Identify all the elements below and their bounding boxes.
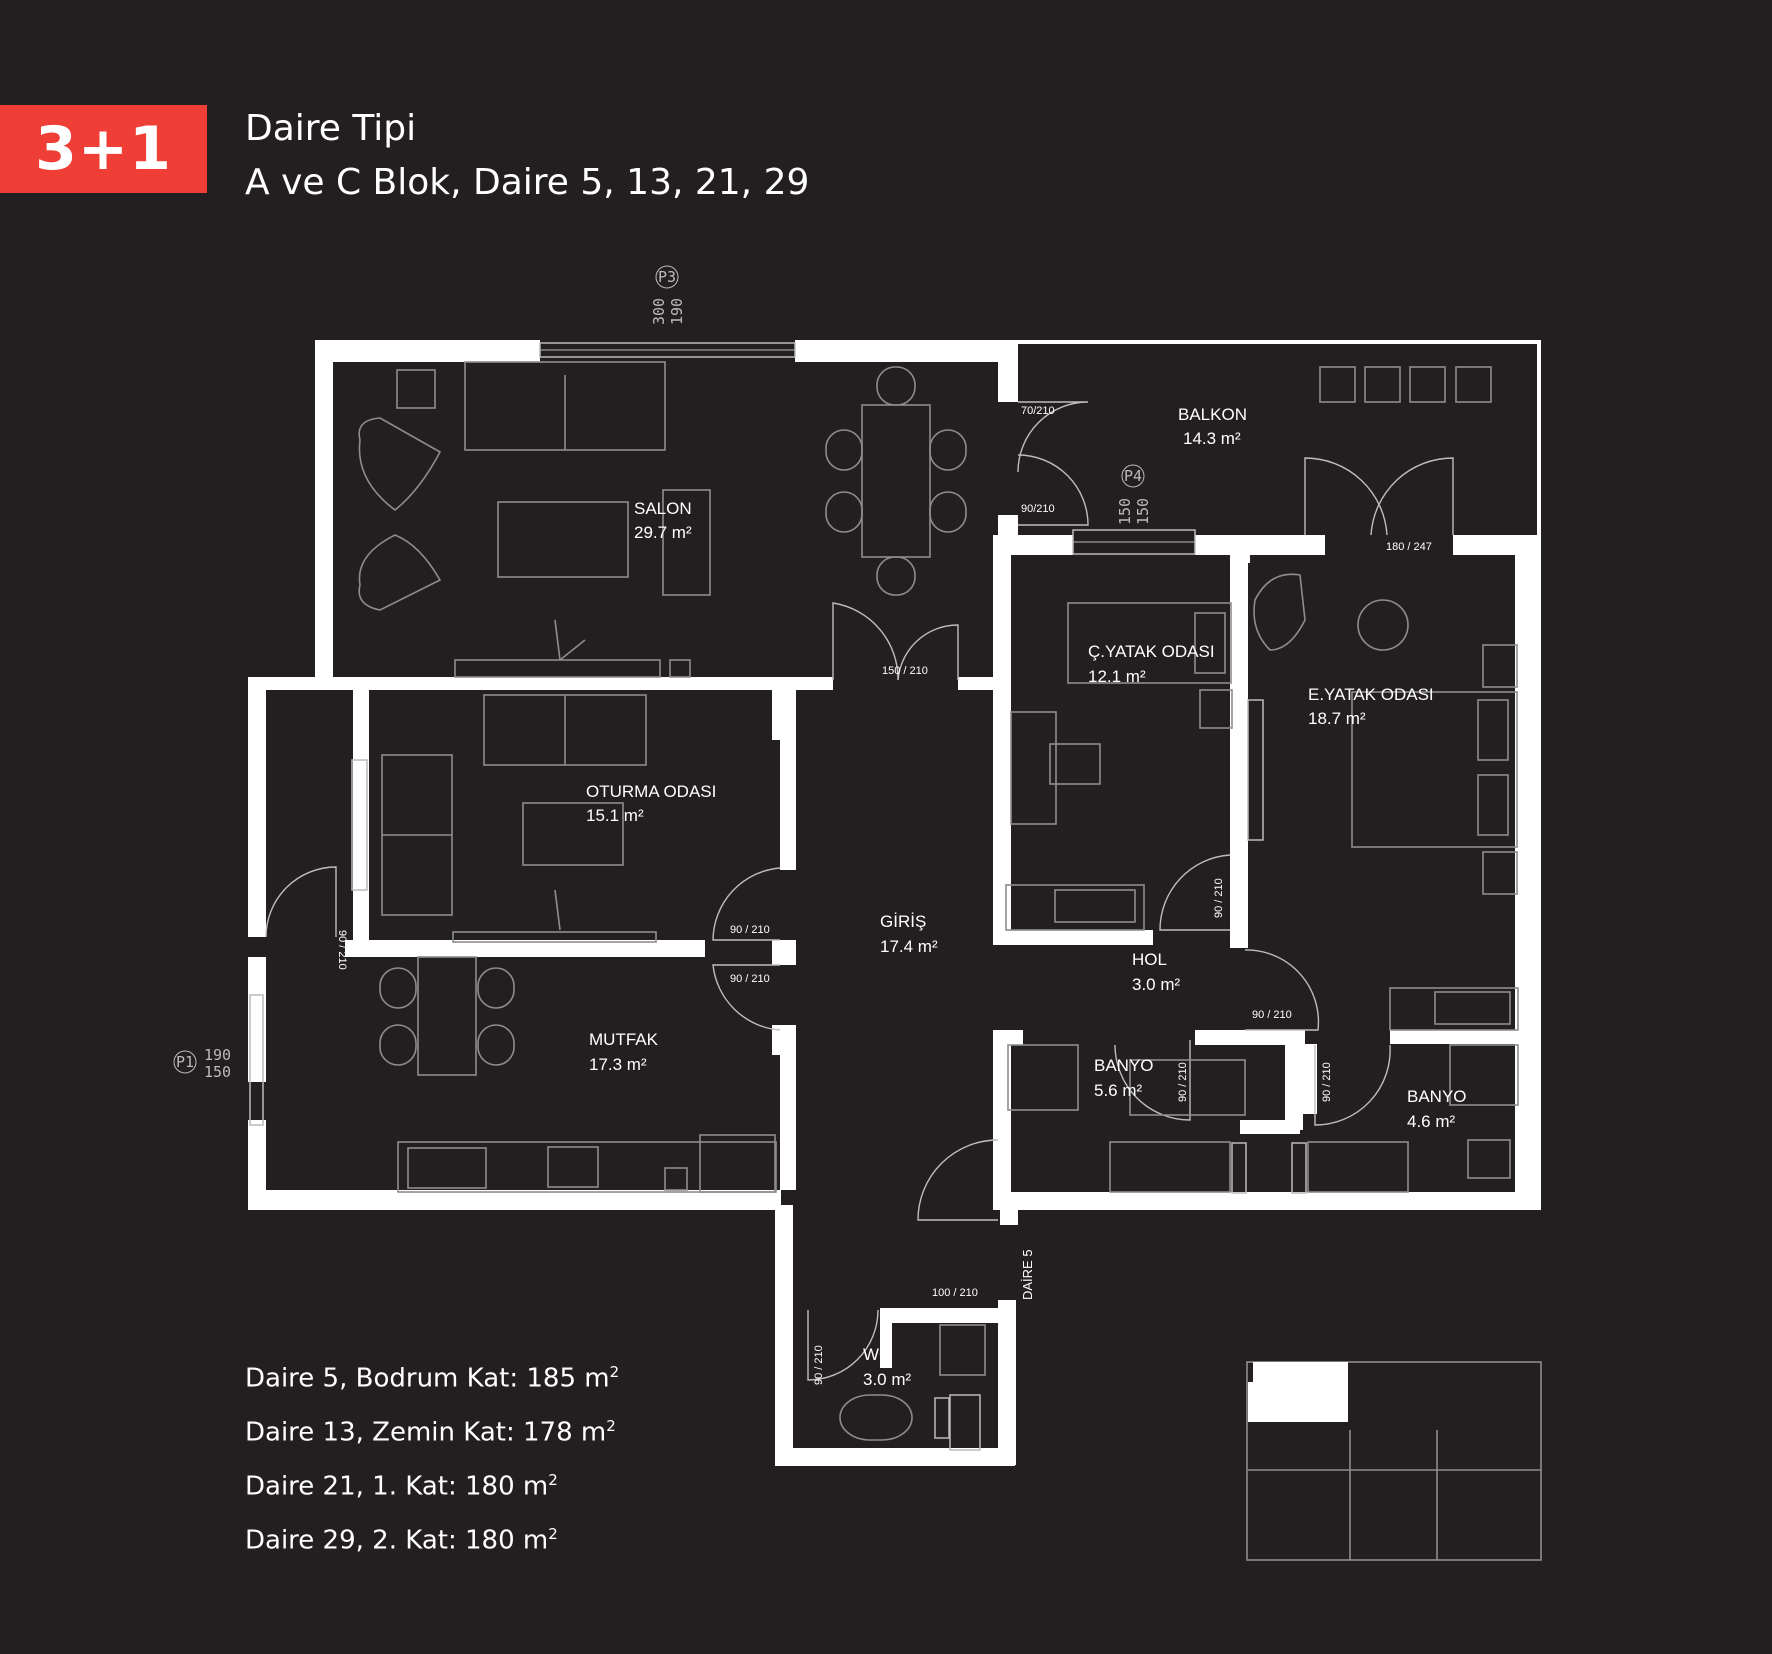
p1-height: 150 bbox=[204, 1063, 231, 1081]
area-item: Daire 29, 2. Kat: 180 m2 bbox=[245, 1525, 558, 1556]
area-item: Daire 5, Bodrum Kat: 185 m2 bbox=[245, 1363, 620, 1394]
window-tag-p1: P1 190 150 bbox=[173, 1046, 231, 1081]
window-tag-p4: P4 150 150 bbox=[1116, 464, 1152, 525]
balkon-name: BALKON bbox=[1178, 405, 1247, 424]
hol-name: HOL bbox=[1132, 950, 1167, 969]
badge-label: 3+1 bbox=[35, 114, 172, 184]
door-dim: 180 / 247 bbox=[1386, 541, 1432, 553]
banyo2-name: BANYO bbox=[1407, 1087, 1467, 1106]
oturma-name: OTURMA ODASI bbox=[586, 782, 716, 801]
page-title: Daire Tipi A ve C Blok, Daire 5, 13, 21,… bbox=[245, 102, 809, 210]
giris-area: 17.4 m² bbox=[880, 937, 938, 956]
p4-width: 150 bbox=[1116, 498, 1134, 525]
mutfak-area: 17.3 m² bbox=[589, 1055, 647, 1074]
salon-area: 29.7 m² bbox=[634, 523, 692, 542]
banyo1-name: BANYO bbox=[1094, 1056, 1154, 1075]
door-dim: 70/210 bbox=[1021, 405, 1055, 417]
salon-name: SALON bbox=[634, 499, 692, 518]
room-labels: SALON 29.7 m² BALKON 14.3 m² Ç.YATAK ODA… bbox=[586, 405, 1467, 1389]
apartment-type-badge: 3+1 bbox=[0, 105, 207, 193]
door-dim: 100 / 210 bbox=[932, 1287, 978, 1299]
door-dim: 90 / 210 bbox=[730, 924, 770, 936]
title-line-1: Daire Tipi bbox=[245, 108, 417, 149]
p3-tag: P3 bbox=[658, 268, 676, 286]
door-dim: 90 / 210 bbox=[1177, 1062, 1189, 1102]
door-dim: 90/210 bbox=[1021, 503, 1055, 515]
p3-width: 300 bbox=[650, 298, 668, 325]
area-list: Daire 5, Bodrum Kat: 185 m2 Daire 13, Ze… bbox=[245, 1345, 619, 1561]
door-dim: 90 / 210 bbox=[730, 973, 770, 985]
door-dim: 90 / 210 bbox=[813, 1345, 825, 1385]
area-item: Daire 21, 1. Kat: 180 m2 bbox=[245, 1471, 558, 1502]
balkon-area: 14.3 m² bbox=[1183, 429, 1241, 448]
wc-area: 3.0 m² bbox=[863, 1370, 912, 1389]
hol-area: 3.0 m² bbox=[1132, 975, 1181, 994]
window-tag-p3: P3 300 190 bbox=[650, 265, 686, 325]
wc-name: WC bbox=[863, 1345, 891, 1364]
giris-name: GİRİŞ bbox=[880, 912, 926, 931]
cocuk-area: 12.1 m² bbox=[1088, 667, 1146, 686]
title-line-2: A ve C Blok, Daire 5, 13, 21, 29 bbox=[245, 162, 810, 203]
oturma-area: 15.1 m² bbox=[586, 806, 644, 825]
walls bbox=[248, 340, 1541, 1466]
door-dim: 150 / 210 bbox=[882, 665, 928, 677]
p4-tag: P4 bbox=[1124, 467, 1142, 485]
door-dim: 90 / 210 bbox=[1321, 1062, 1333, 1102]
p1-width: 190 bbox=[204, 1046, 231, 1064]
entrance-label: DAİRE 5 bbox=[1020, 1249, 1035, 1300]
area-item: Daire 13, Zemin Kat: 178 m2 bbox=[245, 1417, 616, 1448]
door-dimensions: 70/210 90/210 180 / 247 150 / 210 90 / 2… bbox=[336, 405, 1432, 1385]
doors bbox=[265, 401, 1454, 1381]
ebeveyn-area: 18.7 m² bbox=[1308, 709, 1366, 728]
banyo2-area: 4.6 m² bbox=[1407, 1112, 1456, 1131]
door-dim: 90 / 210 bbox=[336, 930, 348, 970]
banyo1-area: 5.6 m² bbox=[1094, 1081, 1143, 1100]
cocuk-name: Ç.YATAK ODASI bbox=[1088, 642, 1215, 661]
furniture bbox=[358, 361, 1542, 1561]
mutfak-name: MUTFAK bbox=[589, 1030, 659, 1049]
p3-height: 190 bbox=[668, 298, 686, 325]
p4-height: 150 bbox=[1134, 498, 1152, 525]
windows bbox=[249, 342, 1307, 1451]
p1-tag: P1 bbox=[176, 1053, 194, 1071]
door-dim: 90 / 210 bbox=[1213, 878, 1225, 918]
door-dim: 90 / 210 bbox=[1252, 1009, 1292, 1021]
ebeveyn-name: E.YATAK ODASI bbox=[1308, 685, 1434, 704]
